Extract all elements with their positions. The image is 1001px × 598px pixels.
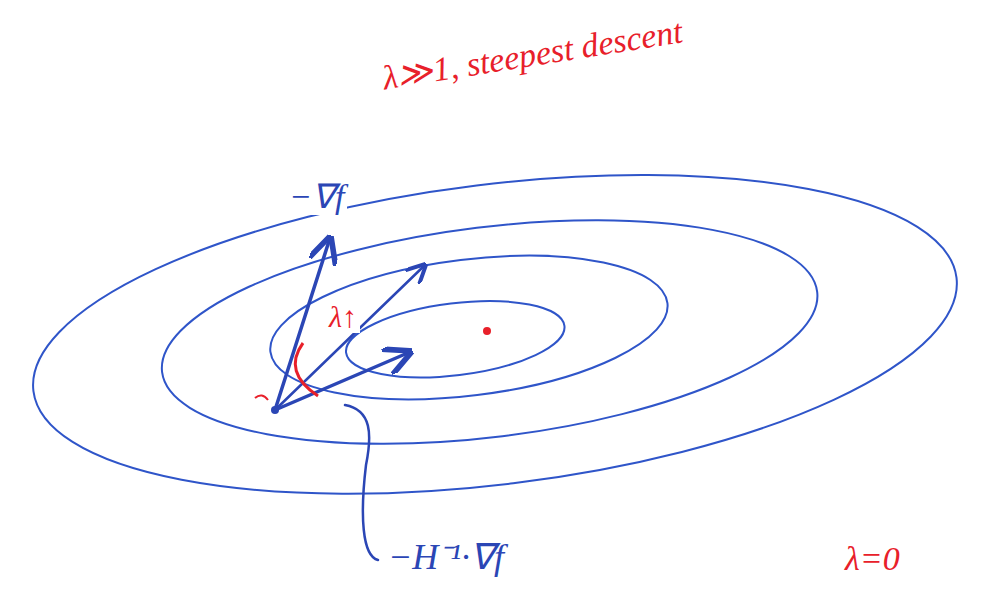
contour-line <box>342 290 569 388</box>
regime-note: λ≫1, steepest descent <box>377 12 688 97</box>
leader-line <box>345 405 378 560</box>
gradient-arrow <box>275 238 330 410</box>
lambda-zero-label: λ=0 <box>842 540 903 577</box>
angle-arc <box>295 343 318 396</box>
minimum-dot <box>483 327 491 335</box>
gradient-label: −∇f <box>286 178 347 215</box>
tick-mark <box>255 395 268 400</box>
contour-line <box>149 188 830 477</box>
newton-label: −H⁻¹·∇f <box>385 538 507 578</box>
intermediate-arrow <box>275 265 425 410</box>
contour-line <box>15 129 975 540</box>
contour-line <box>262 236 676 420</box>
lambda-label: λ↑ <box>326 300 360 333</box>
